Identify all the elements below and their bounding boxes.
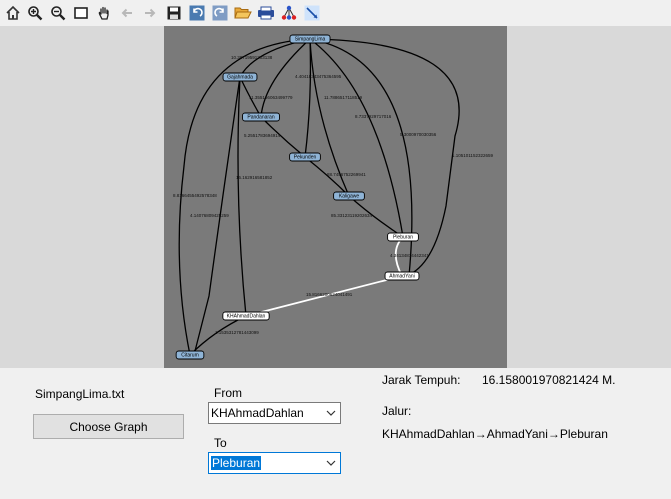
graph-edges — [178, 38, 460, 356]
file-name-label: SimpangLima.txt — [35, 387, 125, 401]
graph-edge-label: 8.7337929717016 — [355, 114, 392, 119]
graph-edge-label: 1.1535312781443099 — [215, 330, 259, 335]
path-label: Jalur: — [382, 404, 412, 418]
graph-node-label: Citarum — [181, 353, 199, 359]
from-select[interactable]: KHAhmadDahlan — [208, 402, 341, 424]
graph-node-Pekunden[interactable]: Pekunden — [289, 152, 321, 162]
chevron-down-icon[interactable] — [322, 403, 340, 423]
graph-node-Pleburan[interactable]: Pleburan — [387, 232, 419, 242]
graph-edge-label: 15.8166200624041491 — [306, 292, 353, 297]
chevron-down-icon[interactable] — [322, 453, 340, 473]
graph-edge-label: 4.14076809425259 — [190, 213, 229, 218]
graph-edge-n0-n8 — [178, 38, 311, 356]
graph-edge-label: 1.105101152322659 — [452, 153, 493, 158]
to-select[interactable]: Pleburan — [208, 452, 341, 474]
print-icon[interactable] — [256, 3, 276, 23]
distance-value: 16.158001970821424 M. — [482, 373, 616, 387]
graph-edge-n0-n6 — [309, 38, 413, 277]
fit-icon[interactable] — [71, 3, 91, 23]
graph-node-label: KHAhmadDahlan — [227, 314, 266, 320]
graph-edge-label: 11.7886517118519 — [324, 95, 363, 100]
graph-node-label: Gajahmada — [227, 75, 253, 81]
graph-layout-icon[interactable] — [279, 3, 299, 23]
graph-edge-n0-n2 — [260, 38, 311, 118]
graph-edge-label: 5.2551783694914 — [244, 133, 281, 138]
graph-edge-label: 88.7456752269941 — [327, 172, 366, 177]
open-icon[interactable] — [233, 3, 253, 23]
graph-node-label: Pleburan — [393, 235, 413, 241]
graph-edge-label: 16.162916581852 — [236, 175, 273, 180]
home-icon[interactable] — [3, 3, 23, 23]
graph-edge-label: 5.3000970030356 — [400, 132, 437, 137]
graph-edge-label: 4.40418343475364595 — [295, 74, 342, 79]
from-select-value: KHAhmadDahlan — [211, 406, 304, 420]
choose-graph-button[interactable]: Choose Graph — [33, 414, 184, 439]
to-select-value: Pleburan — [211, 456, 262, 470]
graph-edge-n6-n7 — [245, 275, 403, 317]
save-icon[interactable] — [164, 3, 184, 23]
graph-canvas[interactable]: 10.38719591203138 11.355166063499779 4.404… — [164, 26, 507, 368]
graph-node-label: SimpangLima — [295, 37, 326, 43]
graph-edge-n1-n8 — [193, 76, 241, 356]
graph-node-Citarum[interactable]: Citarum — [175, 350, 205, 360]
redo-icon[interactable] — [210, 3, 230, 23]
graph-edge-label: 10.38719591203138 — [231, 55, 273, 60]
path-value: KHAhmadDahlan→AhmadYani→Pleburan — [382, 427, 608, 441]
graph-edge-labels: 10.38719591203138 11.355166063499779 4.404… — [173, 55, 493, 335]
graph-node-label: Pekunden — [294, 155, 317, 161]
graph-panel: 10.38719591203138 11.355166063499779 4.404… — [0, 26, 671, 368]
graph-node-label: Pandanaran — [247, 115, 274, 121]
graph-node-KHAhmadDahlan[interactable]: KHAhmadDahlan — [222, 311, 270, 321]
from-label: From — [214, 386, 242, 400]
pan-icon[interactable] — [94, 3, 114, 23]
graph-node-Gajahmada[interactable]: Gajahmada — [222, 72, 258, 82]
graph-node-AhmadYani[interactable]: AhmadYani — [384, 271, 420, 281]
distance-label: Jarak Tempuh: — [382, 373, 461, 387]
zoom-in-icon[interactable] — [25, 3, 45, 23]
back-icon[interactable] — [117, 3, 137, 23]
graph-nodes: SimpangLimaGajahmadaPandanaranPekundenKa… — [175, 34, 420, 360]
to-label: To — [214, 436, 227, 450]
graph-node-Kaligawe[interactable]: Kaligawe — [333, 191, 365, 201]
undo-icon[interactable] — [187, 3, 207, 23]
graph-edge-n1-n7 — [237, 76, 247, 317]
graph-edge-label: 4.34134814442341 — [390, 253, 429, 258]
graph-node-Pandanaran[interactable]: Pandanaran — [242, 112, 280, 122]
graph-node-label: AhmadYani — [389, 274, 414, 280]
graph-edge-label: 11.355166063499779 — [249, 95, 293, 100]
graph-svg[interactable]: 10.38719591203138 11.355166063499779 4.404… — [164, 26, 507, 368]
graph-edge-label: 8.8166455492578348 — [173, 193, 217, 198]
graph-edge-label: 85.33123119202634 — [331, 213, 372, 218]
graph-node-label: Kaligawe — [339, 194, 360, 200]
toolbar — [0, 0, 671, 26]
graph-edge-n0-n3 — [304, 38, 312, 158]
select-icon[interactable] — [302, 3, 322, 23]
graph-edge-n0-n4 — [309, 38, 350, 197]
graph-node-SimpangLima[interactable]: SimpangLima — [289, 34, 331, 44]
zoom-out-icon[interactable] — [48, 3, 68, 23]
graph-edge-n0-n7 — [309, 38, 460, 277]
forward-icon[interactable] — [140, 3, 160, 23]
graph-edge-n0-n5 — [309, 38, 404, 238]
